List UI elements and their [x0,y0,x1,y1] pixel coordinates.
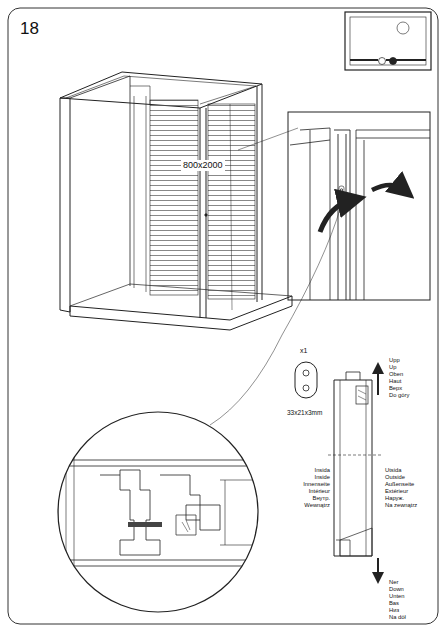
direction-label: Intérieur [309,489,330,495]
direction-label: Innenseite [303,482,330,488]
direction-label: Верх [389,386,402,392]
zoom-detail [210,112,430,425]
direction-label: Outside [385,475,405,481]
direction-label: Wewnątrz [304,503,330,509]
direction-label: Наруж. [385,496,404,502]
direction-label: Extérieur [385,489,408,495]
direction-label: Utsida [385,468,401,474]
profile-elevation [328,368,382,578]
direction-label: Ner [389,580,398,586]
direction-label: Up [389,365,396,371]
direction-label: Insida [315,468,330,474]
direction-label: Inside [315,475,330,481]
washer-part [295,362,317,398]
direction-label: Außenseite [385,482,414,488]
direction-label: Down [389,587,404,593]
page-number: 18 [20,20,39,37]
direction-label: Upp [389,358,400,364]
part-label: 33x21x3mm [287,410,322,417]
direction-label: Oben [389,372,403,378]
direction-label: Do góry [389,393,409,399]
plan-inset [345,12,431,70]
direction-label: Внутр. [313,496,330,502]
direction-label: Bas [389,601,399,607]
direction-label: Na zewnątrz [385,503,417,509]
direction-label: Haut [389,379,401,385]
shower-enclosure [60,72,292,330]
dimension-label: 800x2000 [181,160,225,171]
direction-label: Na dół [389,615,406,621]
part-label: x1 [300,347,307,354]
direction-label: Низ [389,608,399,614]
direction-label: Unten [389,594,404,600]
page-frame [8,8,438,624]
profile-section-callout [50,412,270,612]
